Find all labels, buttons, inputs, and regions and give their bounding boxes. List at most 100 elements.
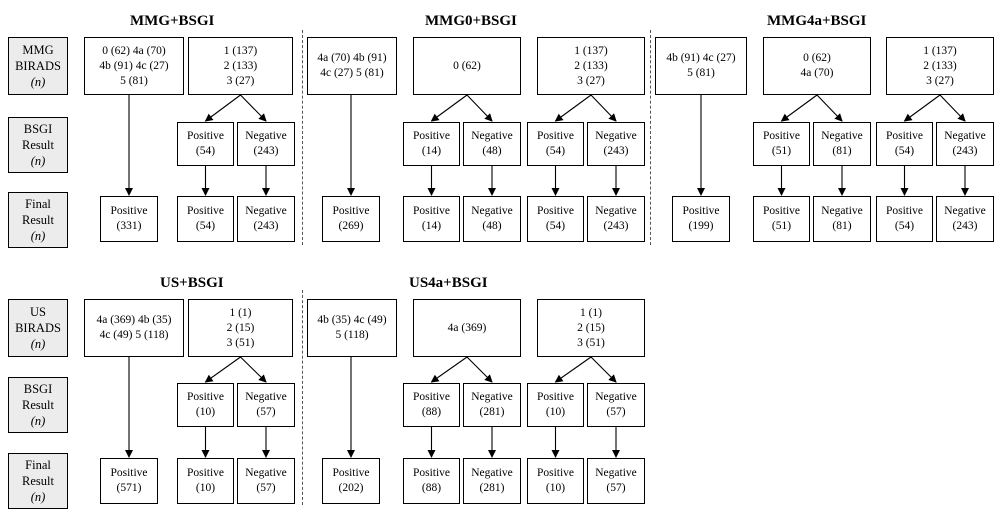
birads-box: 1 (137)2 (133)3 (27) xyxy=(188,37,293,95)
flow-arrow xyxy=(430,356,468,383)
final-negative-box: Negative(243) xyxy=(587,196,645,242)
box-text-line: Negative xyxy=(471,391,513,403)
box-text-line: 2 (133) xyxy=(574,59,608,72)
row-label-bsgi-result: BSGI Result (n) xyxy=(8,377,68,433)
box-text-line: Positive xyxy=(412,130,451,142)
flow-arrow xyxy=(590,94,617,122)
box-text-line: Positive xyxy=(186,205,225,217)
box-text-line: Negative xyxy=(471,205,513,217)
row-label-line: Final xyxy=(25,197,51,211)
birads-box: 1 (1)2 (15)3 (51) xyxy=(188,299,293,357)
row-label-line: BIRADS xyxy=(15,59,61,73)
box-text-line: 0 (62) xyxy=(453,59,481,72)
birads-box: 1 (1) 2 (15) 3 (51) xyxy=(537,299,645,357)
box-text-line: (202) xyxy=(338,482,364,494)
box-text-line: Negative xyxy=(595,205,637,217)
flow-arrow xyxy=(554,356,592,383)
final-negative-box: Negative(57) xyxy=(587,458,645,504)
flow-arrow xyxy=(780,94,818,122)
box-text-line: Negative xyxy=(595,130,637,142)
flow-arrow xyxy=(816,94,843,122)
row-label-line: BIRADS xyxy=(15,321,61,335)
final-positive-box: Positive(54) xyxy=(177,196,234,242)
box-text-line: 1 (137) xyxy=(223,44,258,57)
final-positive-box: Positive (54) xyxy=(527,196,584,242)
box-text-line: (243) xyxy=(952,220,978,232)
box-text-line: 0 (62) xyxy=(803,52,831,64)
final-positive-box: Positive (10) xyxy=(527,458,584,504)
box-text-line: 3 (51) xyxy=(577,336,605,349)
bsgi-positive-box: Positive (10) xyxy=(527,383,584,427)
bsgi-positive-box: Positive(54) xyxy=(177,122,234,166)
box-text-line: 5 (118) xyxy=(335,329,369,341)
bsgi-positive-box: Positive(54) xyxy=(876,122,933,166)
box-text-line: (54) xyxy=(545,145,566,157)
box-text-line: 4a (70) xyxy=(800,67,834,79)
box-text-line: (88) xyxy=(421,482,442,494)
box-text-line: (57) xyxy=(606,406,626,418)
box-text-line: (243) xyxy=(603,145,629,157)
bsgi-positive-box: Positive(10) xyxy=(177,383,234,427)
box-text-line: (14) xyxy=(421,145,442,157)
box-text-line: (14) xyxy=(421,220,442,232)
box-text-line: Positive xyxy=(885,205,924,217)
box-text-line: Negative xyxy=(245,205,287,217)
box-text-line: Positive xyxy=(885,130,924,142)
final-positive-box: Positive(331) xyxy=(100,196,158,242)
box-text-line: (54) xyxy=(545,220,566,232)
panel-divider xyxy=(650,30,651,245)
row-label-line: (n) xyxy=(30,75,46,89)
box-text-line: Positive xyxy=(412,391,451,403)
panel-title: US+BSGI xyxy=(160,275,224,291)
bsgi-negative-box: Negative(243) xyxy=(936,122,994,166)
box-text-line: (54) xyxy=(894,220,915,232)
panel-title: US4a+BSGI xyxy=(409,275,488,291)
row-label-line: Result xyxy=(22,398,54,412)
bsgi-negative-box: Negative(81) xyxy=(813,122,871,166)
final-negative-box: Negative(57) xyxy=(237,458,295,504)
flow-arrow xyxy=(240,356,267,383)
box-text-line: (51) xyxy=(771,145,792,157)
box-text-line: Negative xyxy=(821,130,863,142)
box-text-line: Positive xyxy=(536,467,575,479)
box-text-line: 4a (70) 4b (91) xyxy=(317,52,387,64)
box-text-line: (199) xyxy=(688,220,714,232)
box-text-line: 2 (15) xyxy=(226,321,255,334)
box-text-line: 4b (35) 4c (49) xyxy=(317,314,387,326)
box-text-line: 1 (137) xyxy=(574,44,608,57)
box-text-line: 2 (15) xyxy=(577,321,605,334)
birads-box: 4b (91) 4c (27)5 (81) xyxy=(655,37,747,95)
box-text-line: Positive xyxy=(332,467,370,479)
final-negative-box: Negative (243) xyxy=(237,196,295,242)
final-negative-box: Negative(81) xyxy=(813,196,871,242)
box-text-line: 1 (1) xyxy=(579,306,603,319)
row-label-line: MMG xyxy=(22,43,54,57)
bsgi-positive-box: Positive(54) xyxy=(527,122,584,166)
box-text-line: (48) xyxy=(482,145,502,157)
box-text-line: (10) xyxy=(545,482,566,494)
box-text-line: Positive xyxy=(536,205,575,217)
row-label-line: Result xyxy=(22,474,54,488)
box-text-line: (88) xyxy=(421,406,442,418)
bsgi-negative-box: Negative (281) xyxy=(463,383,521,427)
box-text-line: (281) xyxy=(479,406,505,418)
box-text-line: (57) xyxy=(256,482,276,494)
birads-box: 4a (369) 4b (35)4c (49) 5 (118) xyxy=(84,299,184,357)
row-label-line: (n) xyxy=(30,414,46,428)
final-positive-box: Positive(199) xyxy=(672,196,730,242)
row-label-line: BSGI xyxy=(23,382,53,396)
box-text-line: Negative xyxy=(595,467,637,479)
flow-arrow xyxy=(204,356,241,383)
box-text-line: Positive xyxy=(110,467,148,479)
box-text-line: (57) xyxy=(256,406,276,418)
box-text-line: (10) xyxy=(545,406,566,418)
row-label-line: (n) xyxy=(30,337,46,351)
box-text-line: (243) xyxy=(253,220,279,232)
bsgi-negative-box: Negative (243) xyxy=(587,122,645,166)
box-text-line: Positive xyxy=(536,391,575,403)
row-label-mmg-birads: MMG BIRADS (n) xyxy=(8,37,68,95)
flow-arrow xyxy=(939,94,966,122)
box-text-line: Positive xyxy=(762,130,801,142)
birads-box: 4a (369) xyxy=(413,299,521,357)
